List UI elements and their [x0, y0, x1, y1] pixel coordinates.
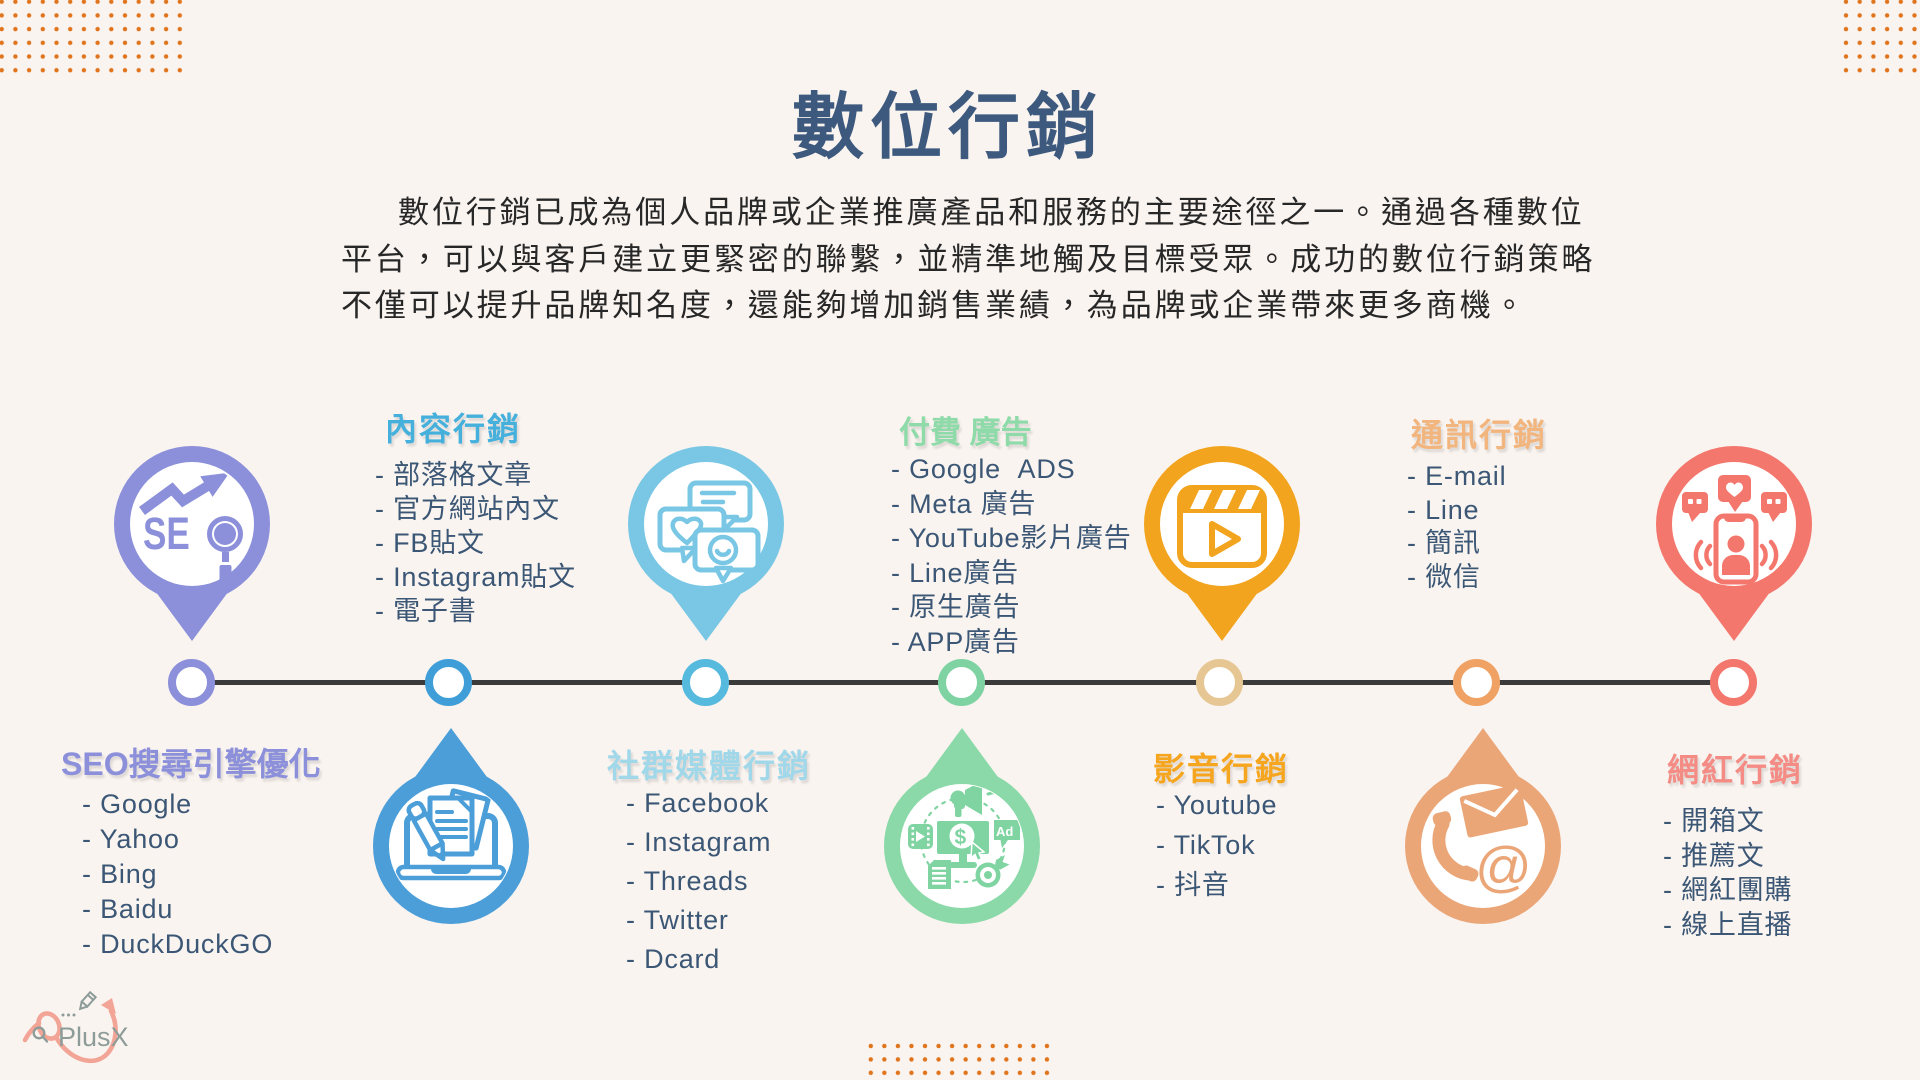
- svg-text:$: $: [955, 826, 967, 849]
- svg-text:@: @: [1475, 835, 1532, 898]
- svg-text:PlusX: PlusX: [58, 1022, 129, 1052]
- svg-text:SE: SE: [143, 508, 190, 559]
- svg-text:Ad: Ad: [996, 824, 1013, 839]
